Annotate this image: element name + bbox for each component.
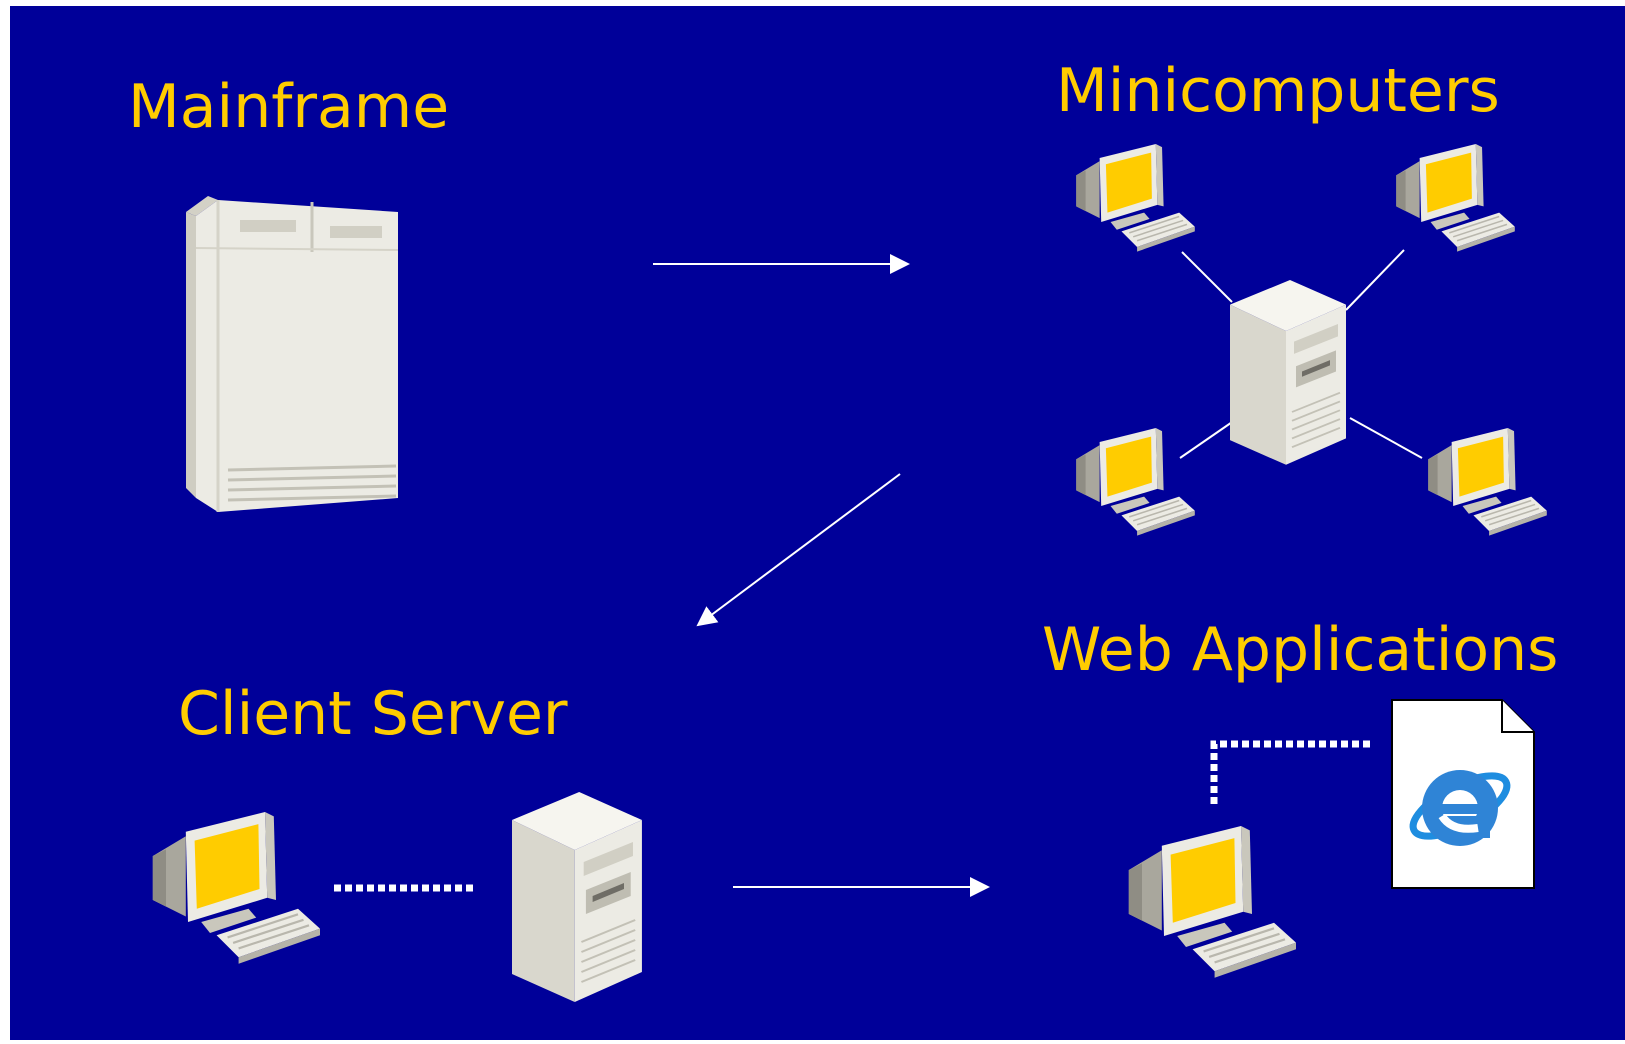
web-application-icon: [1127, 699, 1535, 979]
arrow-minicomputers-to-client-server: [696, 473, 901, 627]
minicomputers-label: Minicomputers: [1056, 56, 1500, 126]
mainframe-icon: [186, 196, 399, 512]
client-server-label: Client Server: [178, 679, 568, 749]
diagram-background: [10, 6, 1625, 1040]
internet-explorer-icon: [1391, 699, 1535, 889]
client-server-icon: [151, 790, 644, 1004]
web-applications-label: Web Applications: [1042, 615, 1559, 685]
network-of-terminals-icon: [1075, 143, 1548, 537]
mainframe-label: Mainframe: [128, 72, 450, 142]
